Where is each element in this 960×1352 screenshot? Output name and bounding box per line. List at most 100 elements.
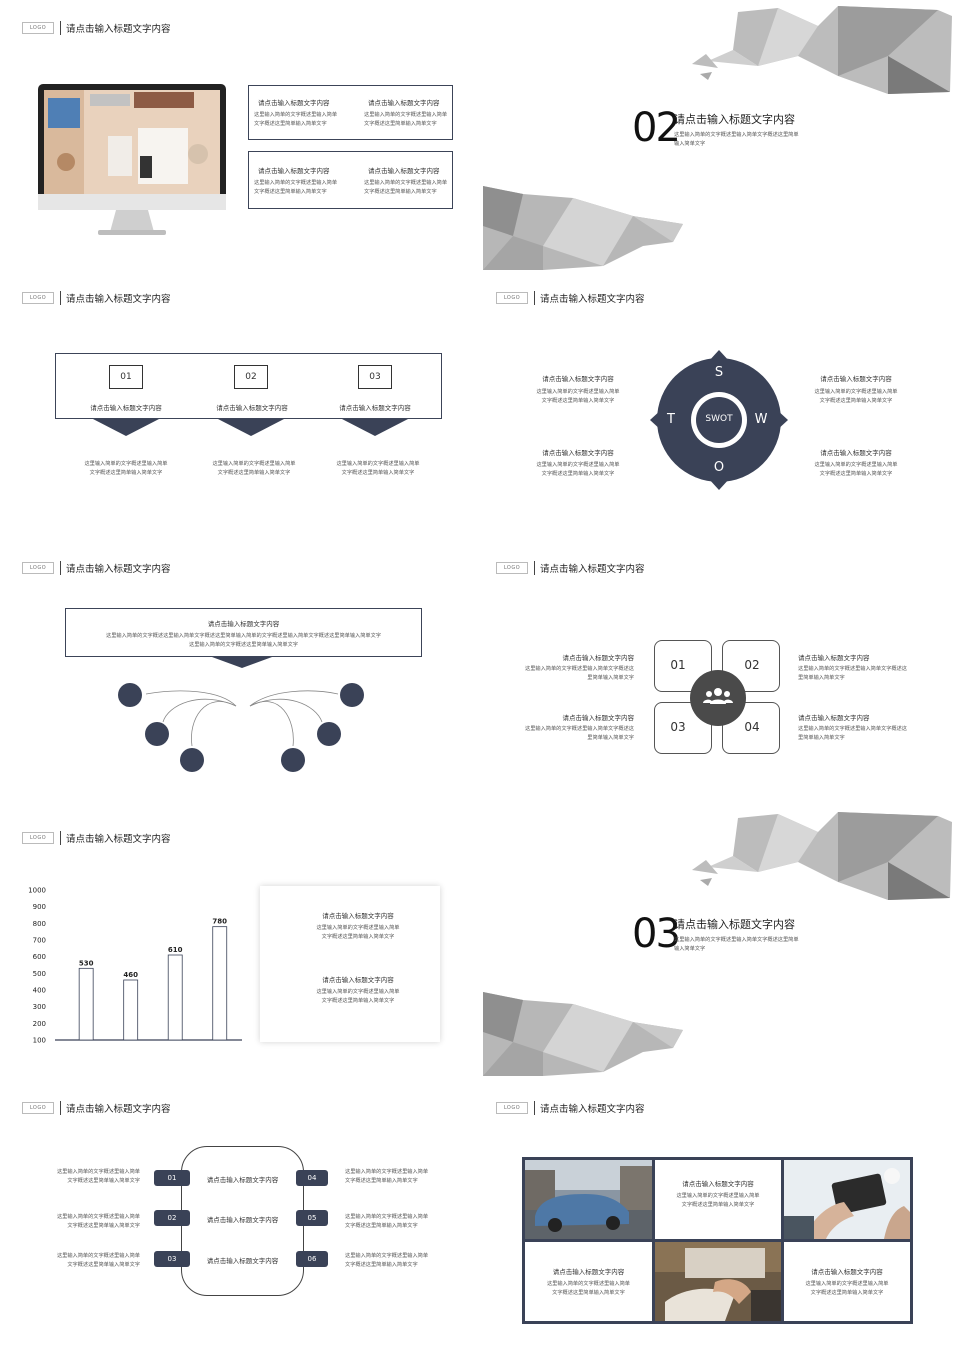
slide-header: LOGO 请点击输入标题文字内容: [496, 560, 645, 576]
header-divider: [60, 831, 61, 845]
step-title: 请点击输入标题文字内容: [216, 404, 288, 412]
slide-title: 请点击输入标题文字内容: [66, 564, 171, 575]
bar-chart: 1000900800700600500400300200100530460610…: [28, 887, 242, 1045]
quad-number: 02: [744, 658, 760, 672]
y-tick-label: 300: [33, 1003, 46, 1011]
team-icon: [690, 670, 746, 726]
grid-cell-text: [655, 1160, 781, 1239]
right-body: 这里输入简单的文字概述里输入简单: [345, 1253, 429, 1259]
header-divider: [60, 561, 61, 575]
swot-t: T: [667, 412, 675, 427]
item-body: 文字概述这里简单输入简单文字: [254, 121, 327, 127]
polygon-art-bottom: [483, 992, 683, 1076]
left-body: 文字概述这里简单输入简单文字: [67, 1262, 140, 1268]
slide-title: 请点击输入标题文字内容: [540, 564, 645, 575]
slide-title: 请点击输入标题文字内容: [66, 294, 171, 305]
y-tick-label: 400: [33, 987, 46, 995]
section-number: 02: [632, 105, 681, 151]
quad-number: 03: [670, 720, 686, 734]
logo: LOGO: [22, 292, 54, 304]
slide-header: LOGO 请点击输入标题文字内容: [22, 830, 171, 846]
slide-header: LOGO 请点击输入标题文字内容: [22, 560, 171, 576]
chart-text-card: [260, 886, 440, 1042]
swot-item-body: 这里输入简单的文字概述里输入简单: [814, 462, 898, 468]
logo: LOGO: [22, 562, 54, 574]
right-body: 这里输入简单的文字概述里输入简单: [345, 1214, 429, 1220]
logo: LOGO: [22, 832, 54, 844]
swot-item-body: 这里输入简单的文字概述里输入简单: [536, 462, 620, 468]
swot-item-title: 请点击输入标题文字内容: [542, 375, 614, 383]
grid-item-body: 这里输入简单的文字概述里输入简单: [805, 1281, 889, 1287]
header-divider: [534, 561, 535, 575]
grid-item-body: 文字概述这里简单输入简单文字: [810, 1290, 884, 1296]
quad-item-body: 这里输入简单的文字概述里输入简单文字概述这: [798, 726, 907, 732]
left-body: 这里输入简单的文字概述里输入简单: [56, 1169, 140, 1175]
item-body: 文字概述这里简单输入简单文字: [364, 189, 437, 195]
grid-item-title: 请点击输入标题文字内容: [552, 1268, 625, 1276]
step-title: 请点击输入标题文字内容: [90, 404, 162, 412]
logo: LOGO: [496, 1102, 528, 1114]
swot-w: W: [754, 412, 768, 427]
slide-1: LOGO 请点击输入标题文字内容 请点击输入标题文字内容 这里输入简单的文字概述…: [0, 0, 480, 270]
right-body: 文字概述这里简单输入简单文字: [345, 1262, 418, 1268]
section-title: 请点击输入标题文字内容: [674, 918, 795, 931]
section-body: 输入简单文字: [674, 141, 706, 147]
y-tick-label: 600: [33, 953, 46, 961]
card-body: 文字概述这里简单输入简单文字: [321, 998, 395, 1004]
header-divider: [60, 291, 61, 305]
step-body: 文字概述这里简单输入简单文字: [89, 470, 163, 476]
card-body: 这里输入简单的文字概述里输入简单: [316, 925, 400, 931]
step-number: 03: [358, 365, 392, 389]
left-body: 文字概述这里简单输入简单文字: [67, 1223, 140, 1229]
grid-item-body: 文字概述这里简单输入简单文字: [681, 1202, 755, 1208]
logo: LOGO: [22, 22, 54, 34]
item-body: 这里输入简单的文字概述里输入简单: [364, 112, 448, 118]
y-tick-label: 700: [33, 937, 46, 945]
logo: LOGO: [496, 292, 528, 304]
quad-item-title: 请点击输入标题文字内容: [798, 714, 870, 722]
grid-item-title: 请点击输入标题文字内容: [682, 1180, 754, 1188]
item-body: 这里输入简单的文字概述里输入简单: [254, 180, 338, 186]
slide-header: LOGO 请点击输入标题文字内容: [22, 290, 171, 306]
slide-header: LOGO 请点击输入标题文字内容: [496, 1100, 645, 1116]
slide-5: LOGO 请点击输入标题文字内容 请点击输入标题文字内容 这里输入简单的文字概述…: [0, 540, 480, 810]
slide-title: 请点击输入标题文字内容: [66, 24, 171, 35]
quad-box-4: [722, 702, 780, 754]
quad-box-1: [654, 640, 712, 692]
swot-item-body: 这里输入简单的文字概述里输入简单: [536, 389, 620, 395]
tablet-photo: [784, 1160, 910, 1239]
swot-item-title: 请点击输入标题文字内容: [820, 449, 892, 457]
slide-3: LOGO 请点击输入标题文字内容 01 02 03 请点击输入标题文字内容 请点…: [0, 270, 480, 540]
logo: LOGO: [22, 1102, 54, 1114]
card-body: 文字概述这里简单输入简单文字: [321, 934, 395, 940]
bar-value-label: 460: [123, 971, 138, 979]
swot-o: O: [713, 460, 725, 475]
y-tick-label: 200: [33, 1020, 46, 1028]
item-body: 文字概述这里简单输入简单文字: [364, 121, 437, 127]
bar-value-label: 610: [168, 946, 183, 954]
quad-item-title: 请点击输入标题文字内容: [562, 714, 635, 722]
grid-cell-text: [784, 1242, 910, 1321]
card-title: 请点击输入标题文字内容: [322, 976, 394, 984]
polygon-art-bottom: [483, 186, 683, 270]
info-box-top: [248, 85, 453, 140]
steps-frame: [55, 353, 442, 419]
laptop-photo: [655, 1242, 781, 1321]
swot-item-title: 请点击输入标题文字内容: [542, 449, 614, 457]
header-divider: [534, 1101, 535, 1115]
slide-title: 请点击输入标题文字内容: [540, 294, 645, 305]
step-arrows: [93, 419, 408, 436]
quad-item-body: 这里输入简单的文字概述里输入简单文字概述这: [798, 666, 907, 672]
section-body: 这里输入简单的文字概述里输入简单文字概述这里简单: [674, 132, 799, 138]
card-title: 请点击输入标题文字内容: [322, 912, 394, 920]
right-body: 文字概述这里简单输入简单文字: [345, 1178, 418, 1184]
quad-item-title: 请点击输入标题文字内容: [798, 654, 870, 662]
quad-item-body: 里简单输入简单文字: [798, 735, 845, 741]
grid-item-body: 文字概述这里简单输入简单文字: [552, 1290, 625, 1296]
quad-item-title: 请点击输入标题文字内容: [562, 654, 635, 662]
slide-header: LOGO 请点击输入标题文字内容: [496, 290, 645, 306]
swot-item-body: 这里输入简单的文字概述里输入简单: [814, 389, 898, 395]
quad-item-body: 里简单输入简单文字: [587, 735, 634, 741]
y-tick-label: 500: [33, 970, 46, 978]
swot-item-body: 文字概述这里简单输入简单文字: [541, 471, 615, 477]
